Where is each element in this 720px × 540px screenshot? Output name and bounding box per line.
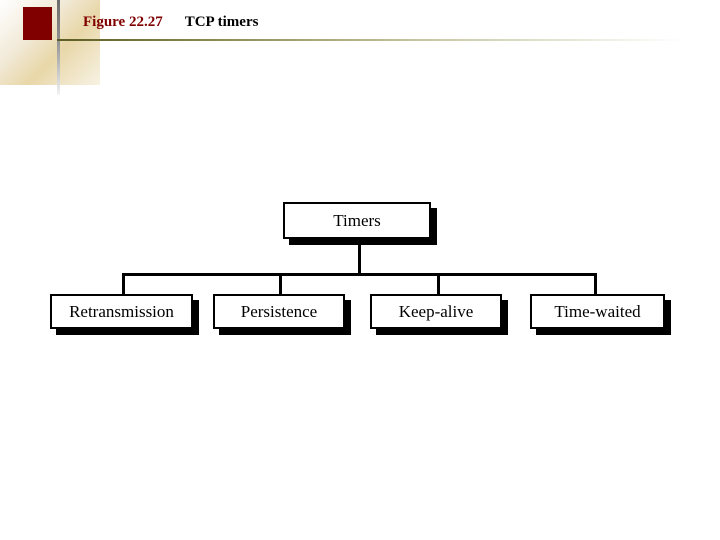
- node-retransmission: Retransmission: [50, 294, 193, 329]
- node-persistence: Persistence: [213, 294, 345, 329]
- node-timers-label: Timers: [333, 210, 381, 230]
- figure-title: TCP timers: [184, 14, 259, 30]
- connector-horizontal-bus: [122, 273, 597, 276]
- node-persistence-label: Persistence: [240, 301, 318, 321]
- connector-root-stem: [358, 242, 361, 275]
- connector-branch-retransmission: [122, 273, 125, 295]
- node-time-waited-label: Time-waited: [554, 301, 641, 321]
- header-vertical-rule: [57, 0, 60, 95]
- slide-header-decoration: [0, 0, 720, 95]
- page-title: Figure 22.27 TCP timers: [83, 13, 258, 31]
- header-red-square: [23, 7, 52, 40]
- connector-branch-keep-alive: [437, 273, 440, 295]
- connector-branch-persistence: [279, 273, 282, 295]
- connector-branch-time-waited: [594, 273, 597, 295]
- node-timers: Timers: [283, 202, 431, 239]
- figure-label: Figure 22.27: [83, 14, 163, 30]
- node-time-waited: Time-waited: [530, 294, 665, 329]
- node-keep-alive-label: Keep-alive: [398, 301, 474, 321]
- node-retransmission-label: Retransmission: [69, 301, 174, 321]
- header-horizontal-rule: [57, 39, 685, 41]
- node-keep-alive: Keep-alive: [370, 294, 502, 329]
